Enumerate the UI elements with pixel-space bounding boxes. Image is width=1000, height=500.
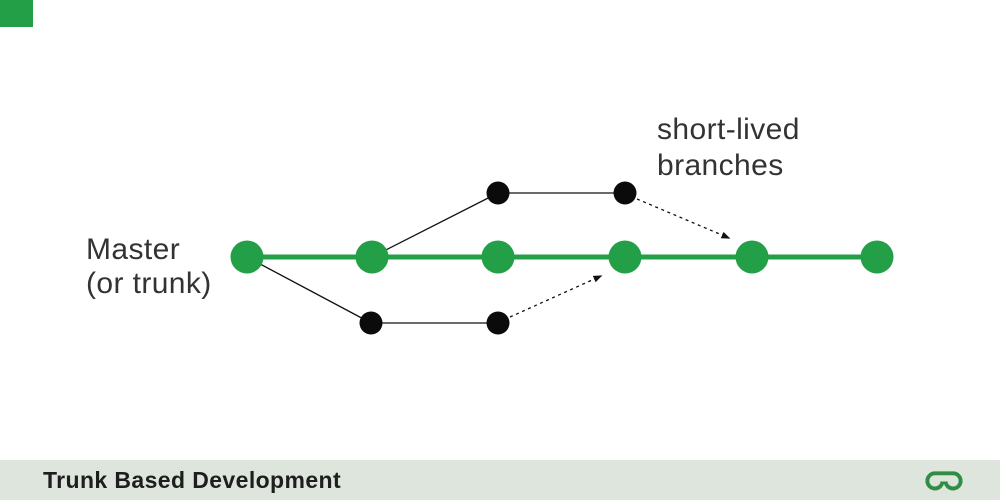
branch-line [371, 192, 499, 258]
footer-bar: Trunk Based Development [0, 460, 1000, 500]
master-label: Master (or trunk) [86, 233, 212, 301]
master-commit-node [860, 240, 894, 274]
geeksforgeeks-logo [925, 471, 963, 491]
logo-right-g [943, 471, 963, 491]
branch-commit-node [359, 311, 383, 335]
short-lived-label-line1: short-lived [657, 113, 800, 146]
logo-left-g [925, 471, 945, 491]
master-label-line2: (or trunk) [86, 267, 212, 300]
master-commit-node [355, 240, 389, 274]
footer-title: Trunk Based Development [43, 466, 342, 493]
short-lived-branches-label: short-lived branches [657, 112, 800, 184]
master-commit-node [608, 240, 642, 274]
short-lived-label-line2: branches [657, 149, 784, 182]
merge-arrow [509, 275, 603, 318]
trunk-diagram [230, 181, 894, 335]
corner-tag [0, 0, 33, 27]
branch-commit-node [486, 311, 510, 335]
branch-commit-node [486, 181, 510, 205]
branch-commit-node [613, 181, 637, 205]
master-commit-node [230, 240, 264, 274]
branch-line [246, 256, 372, 324]
master-commit-node [481, 240, 515, 274]
merge-arrow [636, 198, 731, 239]
master-commit-node [735, 240, 769, 274]
master-label-line1: Master [86, 233, 181, 266]
